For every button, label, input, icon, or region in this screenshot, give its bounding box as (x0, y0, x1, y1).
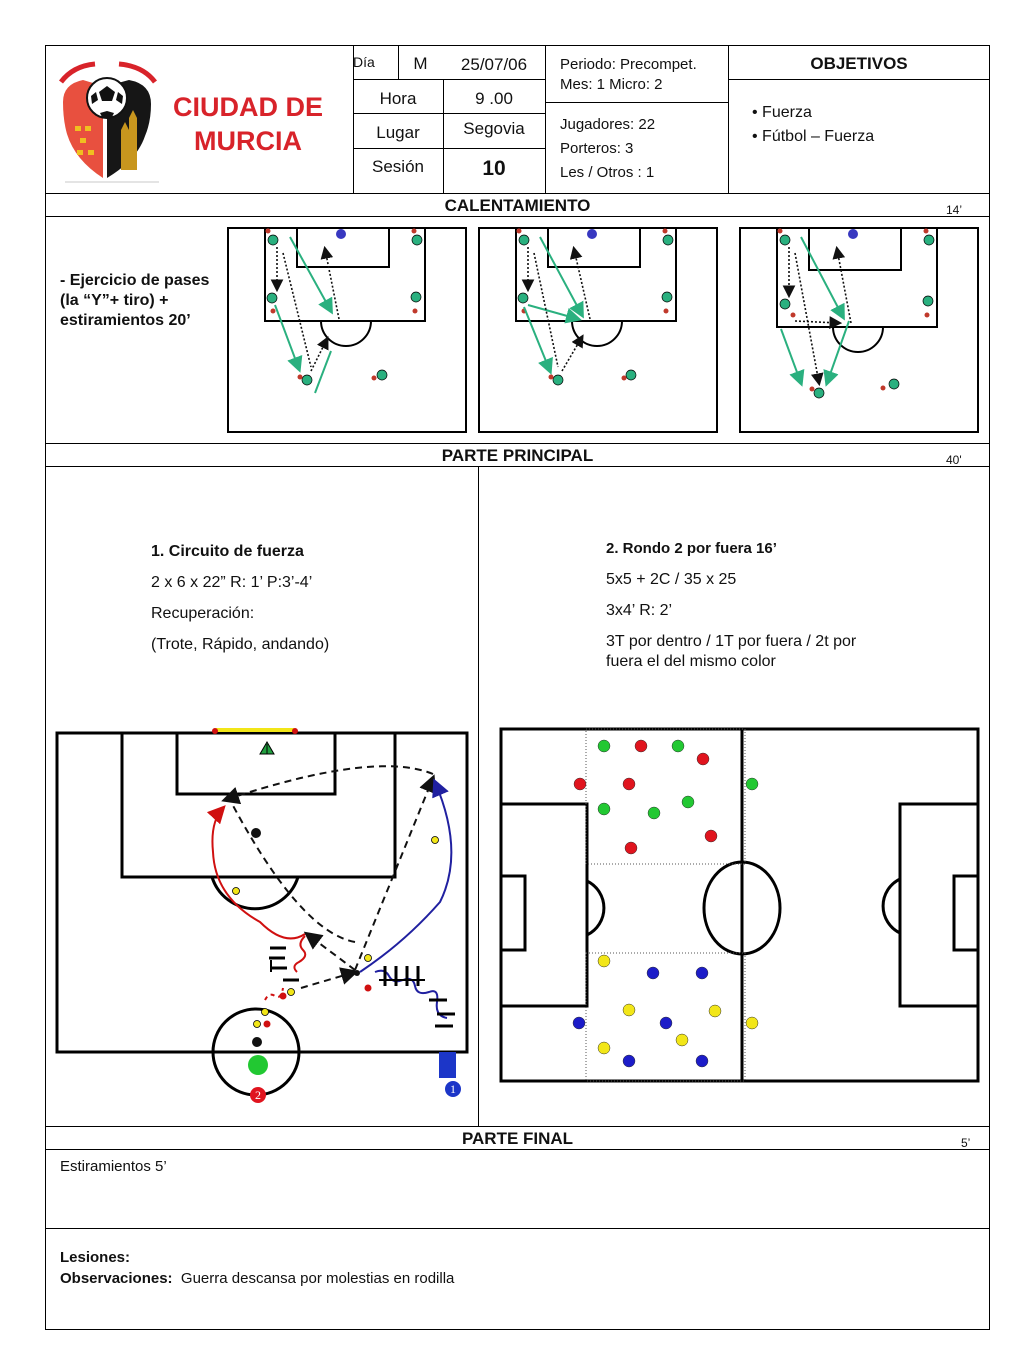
hora-value: 9 .00 (475, 89, 513, 108)
warmup-diagram-1 (227, 227, 467, 433)
calentamiento-title: CALENTAMIENTO (444, 196, 591, 215)
club-crest-logo (59, 61, 159, 183)
section-divider (45, 443, 990, 444)
porteros-text: Porteros: 3 (560, 140, 634, 157)
section-divider (45, 1149, 990, 1150)
les-otros-text: Les / Otros : 1 (560, 164, 655, 181)
calentamiento-line: (la “Y”+ tiro) + (60, 292, 169, 309)
session-date: 25/07/06 (460, 55, 528, 74)
club-name-line1: CIUDAD DE (172, 92, 323, 122)
mes-micro-text: Mes: 1 Micro: 2 (560, 76, 663, 93)
circuit-marker-1: 1 (450, 1082, 456, 1096)
header-divider (728, 79, 990, 80)
club-name: CIUDAD DE MURCIA (166, 90, 330, 158)
exercise1-title: 1. Circuito de fuerza (151, 543, 304, 560)
header-divider (545, 45, 546, 193)
observaciones-label: Observaciones: (60, 1270, 173, 1287)
objetivo-item: • Fútbol – Fuerza (752, 128, 875, 145)
sesion-label: Sesión (372, 157, 424, 176)
warmup-diagram-3 (739, 227, 979, 433)
exercise2-line: 3x4’ R: 2’ (606, 602, 673, 619)
session-sheet-frame (45, 45, 990, 1330)
lesiones-label: Lesiones: (60, 1249, 131, 1266)
hora-label: Hora (379, 89, 417, 108)
exercise2-line: 3T por dentro / 1T por fuera / 2t por (606, 633, 857, 650)
observaciones-row: Observaciones: Guerra descansa por moles… (60, 1270, 454, 1287)
club-name-line2: MURCIA (194, 126, 302, 156)
exercise2-title: 2. Rondo 2 por fuera 16’ (606, 540, 777, 557)
parte-principal-title: PARTE PRINCIPAL (441, 446, 594, 465)
exercise2-line: fuera el del mismo color (606, 653, 776, 670)
exercise1-line: (Trote, Rápido, andando) (151, 636, 330, 653)
rondo-diagram (499, 727, 980, 1083)
parte-final-text: Estiramientos 5’ (60, 1158, 167, 1175)
objetivo-label: Fuerza (762, 104, 812, 121)
parte-final-minutes: 5’ (961, 1136, 971, 1150)
section-divider (45, 216, 990, 217)
objetivos-title: OBJETIVOS (810, 54, 908, 73)
header-divider (398, 45, 399, 79)
section-divider (45, 1126, 990, 1127)
dia-value: M (413, 54, 428, 73)
header-divider (545, 102, 728, 103)
periodo-text: Periodo: Precompet. (560, 56, 697, 73)
header-divider (353, 148, 545, 149)
header-divider (353, 113, 545, 114)
dia-label: Día (353, 54, 375, 70)
objetivo-item: • Fuerza (752, 104, 812, 121)
section-divider (45, 193, 990, 194)
calentamiento-minutes: 14’ (946, 203, 963, 217)
exercise2-line: 5x5 + 2C / 35 x 25 (606, 571, 737, 588)
header-divider (353, 79, 545, 80)
lugar-label: Lugar (376, 123, 420, 142)
warmup-diagram-2 (478, 227, 718, 433)
strength-circuit-diagram: 2 1 (55, 728, 469, 1103)
exercise1-line: Recuperación: (151, 605, 255, 622)
circuit-marker-2: 2 (255, 1088, 261, 1102)
exercise1-line: 2 x 6 x 22” R: 1’ P:3’-4’ (151, 574, 313, 591)
header-divider (728, 45, 729, 193)
section-divider (45, 466, 990, 467)
calentamiento-description: - Ejercicio de pases (la “Y”+ tiro) + es… (60, 271, 209, 331)
observaciones-text: Guerra descansa por molestias en rodilla (180, 1270, 455, 1287)
lugar-value: Segovia (463, 119, 525, 138)
section-divider (45, 1228, 990, 1229)
jugadores-text: Jugadores: 22 (560, 116, 656, 133)
calentamiento-line: estiramientos 20’ (60, 312, 191, 329)
parte-final-title: PARTE FINAL (461, 1129, 574, 1148)
objetivo-label: Fútbol – Fuerza (762, 128, 875, 145)
header-divider (353, 45, 354, 193)
calentamiento-line: - Ejercicio de pases (60, 272, 210, 289)
sesion-value: 10 (482, 157, 506, 180)
header-divider (443, 79, 444, 193)
parte-principal-minutes: 40' (946, 453, 962, 467)
column-divider (478, 466, 479, 1126)
